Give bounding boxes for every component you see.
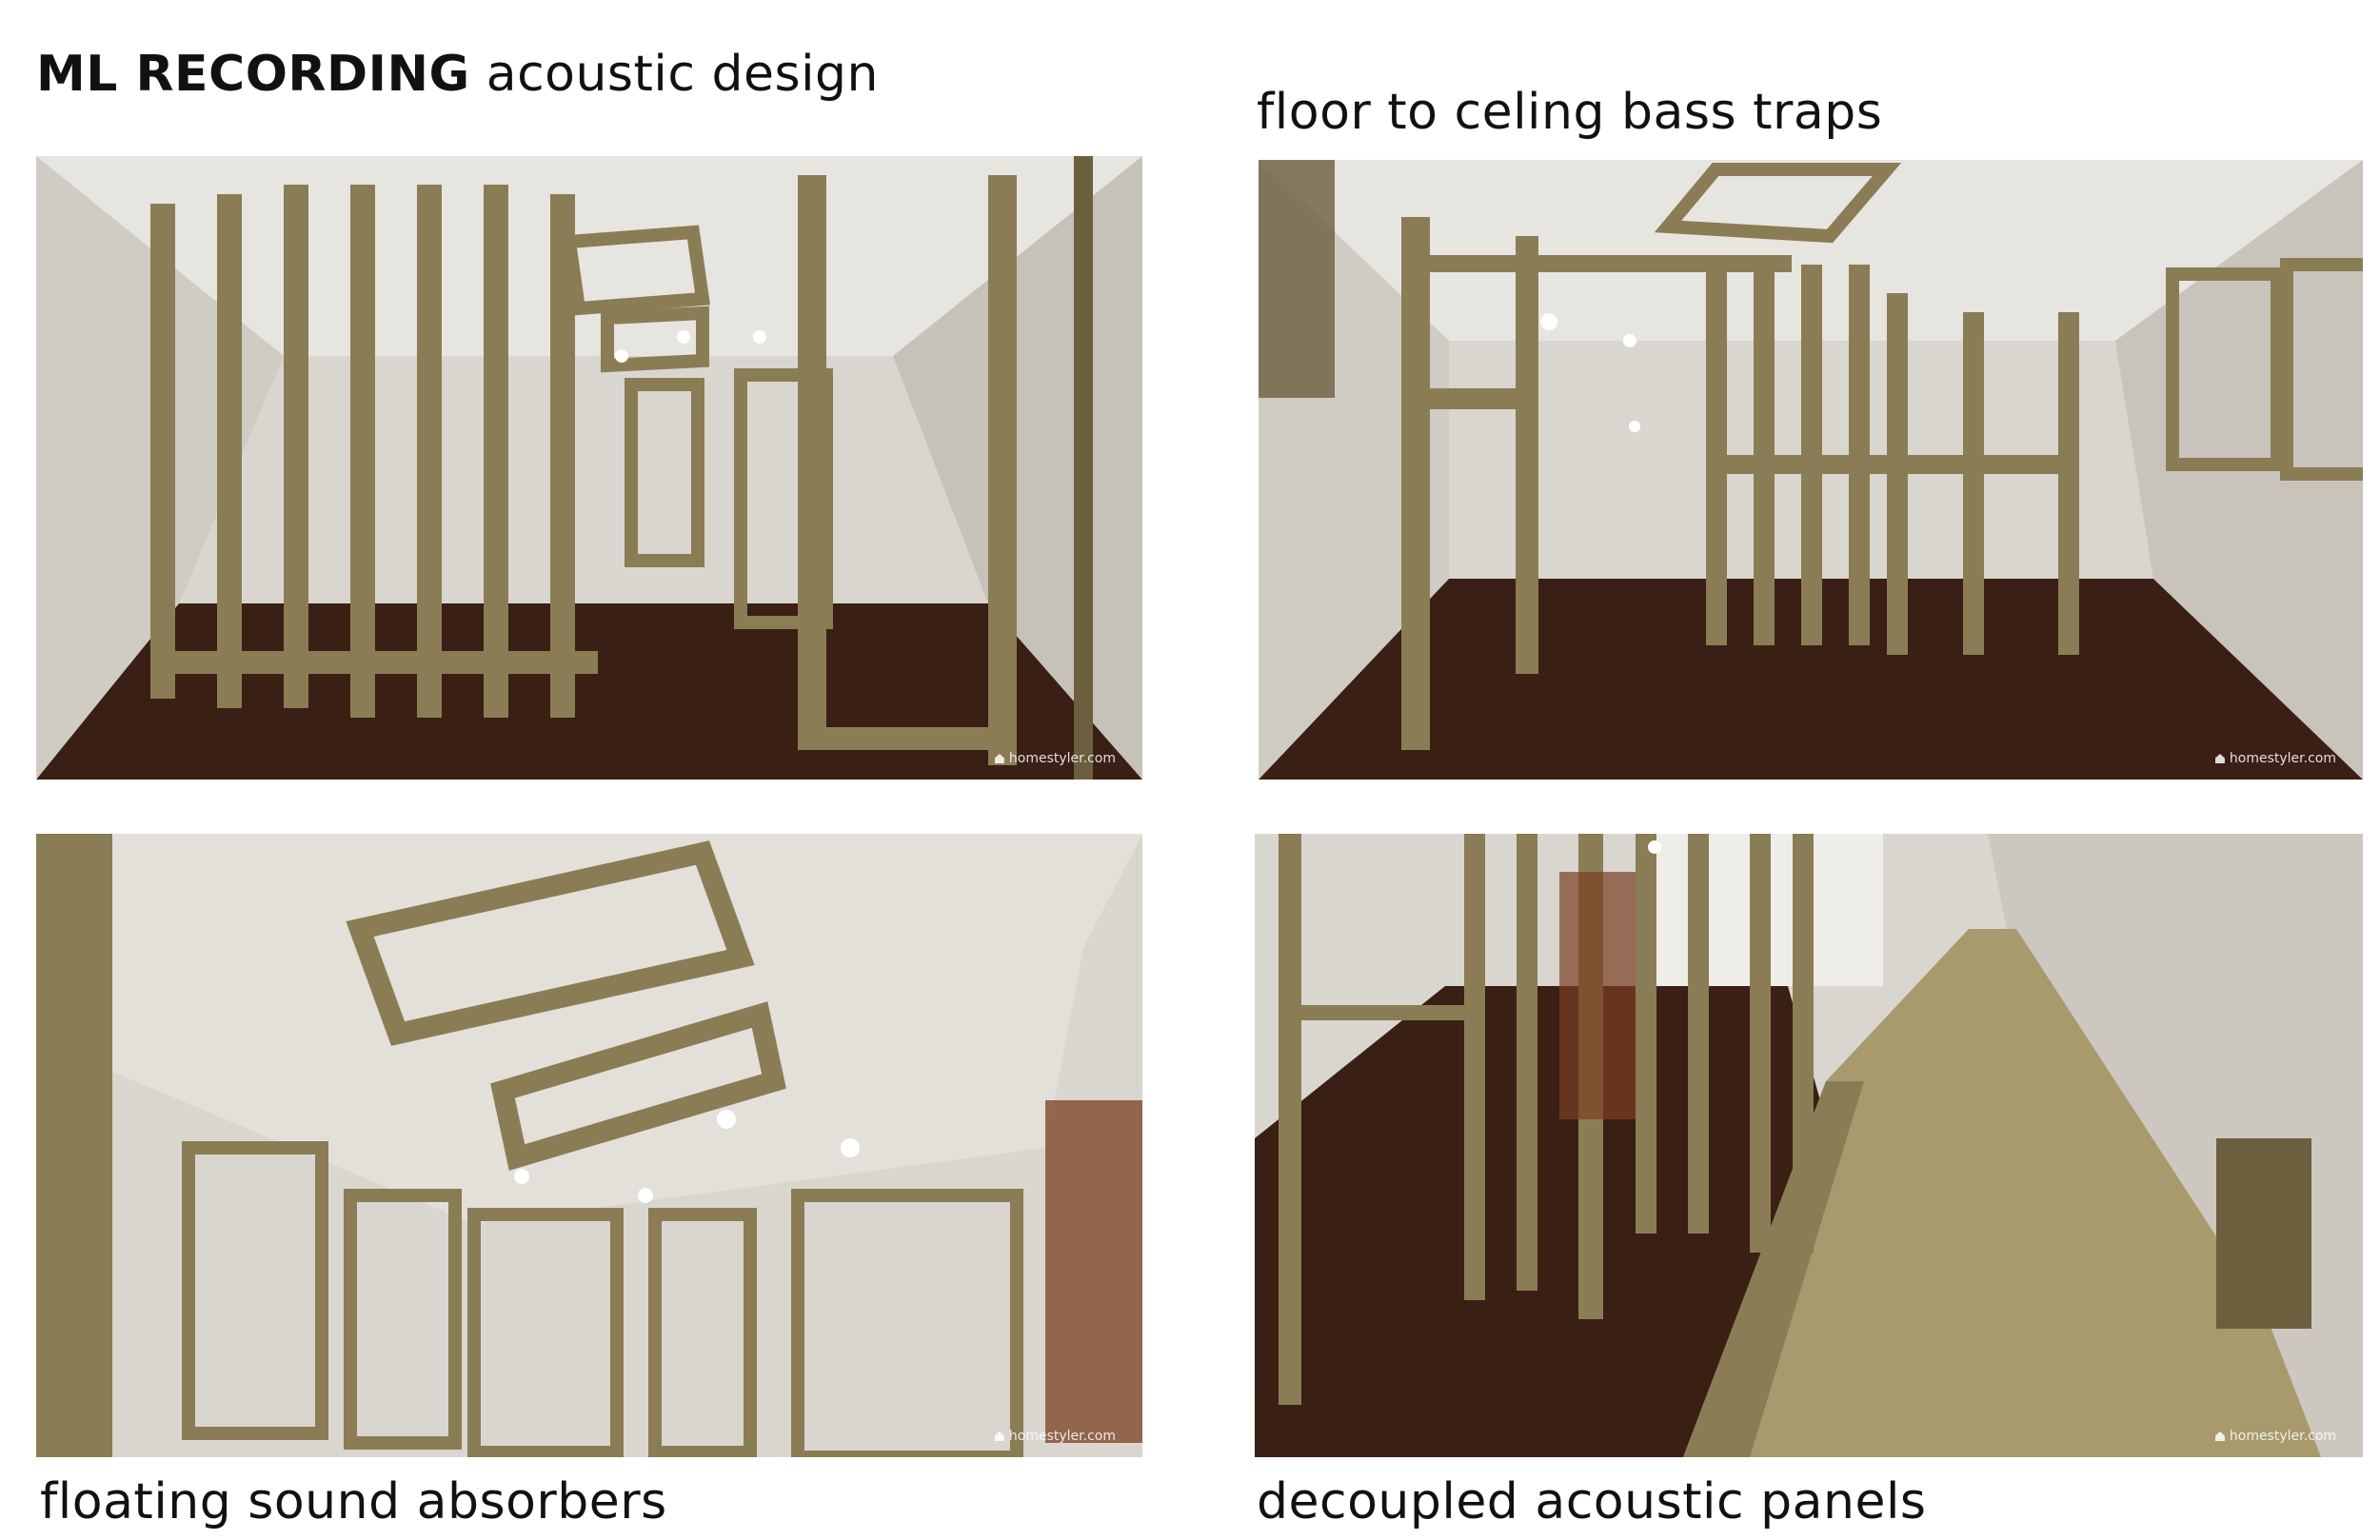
panel-2-caption: floor to celing bass traps — [1257, 84, 1883, 141]
title-subtitle: acoustic design — [486, 46, 879, 103]
render-panel-2: homestyler.com — [1259, 160, 2363, 780]
room-render-4 — [1255, 834, 2363, 1457]
room-render-2 — [1259, 160, 2363, 780]
home-icon — [994, 754, 1004, 763]
watermark-text: homestyler.com — [1008, 1429, 1116, 1444]
page-title: ML RECORDING acoustic design — [36, 49, 879, 99]
title-brand: ML RECORDING — [36, 46, 470, 103]
watermark: homestyler.com — [994, 751, 1116, 766]
render-panel-1: homestyler.com — [36, 156, 1142, 780]
home-icon — [994, 1431, 1004, 1441]
render-panel-3: homestyler.com — [36, 834, 1142, 1457]
home-icon — [2214, 1431, 2225, 1441]
room-render-3 — [36, 834, 1142, 1457]
watermark-text: homestyler.com — [2229, 1429, 2336, 1444]
room-render-1 — [36, 156, 1142, 780]
render-panel-4: homestyler.com — [1255, 834, 2363, 1457]
watermark: homestyler.com — [2214, 1429, 2336, 1444]
watermark-text: homestyler.com — [1008, 751, 1116, 766]
watermark: homestyler.com — [994, 1429, 1116, 1444]
home-icon — [2214, 754, 2225, 763]
watermark: homestyler.com — [2214, 751, 2336, 766]
panel-3-caption: floating sound absorbers — [40, 1473, 667, 1530]
panel-4-caption: decoupled acoustic panels — [1257, 1473, 1927, 1530]
watermark-text: homestyler.com — [2229, 751, 2336, 766]
